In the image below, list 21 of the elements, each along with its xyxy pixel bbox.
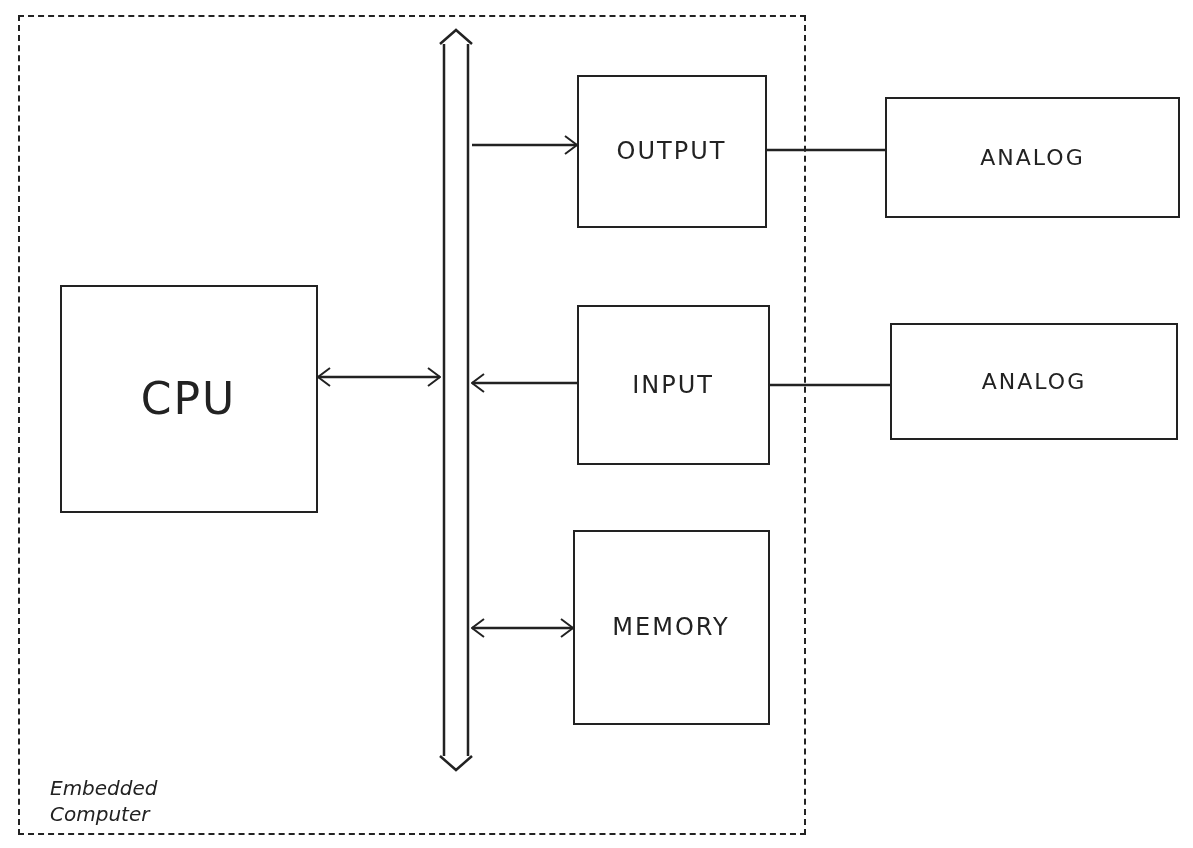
connector-line bbox=[767, 148, 885, 152]
arrow bbox=[317, 367, 441, 387]
arrow bbox=[471, 618, 574, 638]
process-box bbox=[885, 97, 1180, 218]
box-label: CPU bbox=[140, 373, 237, 424]
process-box bbox=[576, 304, 770, 465]
arrow bbox=[471, 373, 577, 393]
dashed-boundary bbox=[18, 15, 806, 835]
box-label: INPUT bbox=[632, 370, 714, 399]
process-box bbox=[576, 74, 767, 228]
process-box bbox=[890, 323, 1178, 440]
box-label: ANALOG bbox=[980, 145, 1085, 170]
box-label: OUTPUT bbox=[616, 137, 727, 165]
bus-bar bbox=[439, 29, 472, 770]
boundary-label: Embedded Computer bbox=[50, 775, 159, 827]
process-box bbox=[572, 529, 770, 725]
process-box bbox=[59, 284, 318, 513]
connector-line bbox=[770, 383, 890, 387]
box-label: MEMORY bbox=[612, 613, 730, 641]
arrow bbox=[472, 135, 578, 155]
box-label: ANALOG bbox=[981, 369, 1087, 394]
